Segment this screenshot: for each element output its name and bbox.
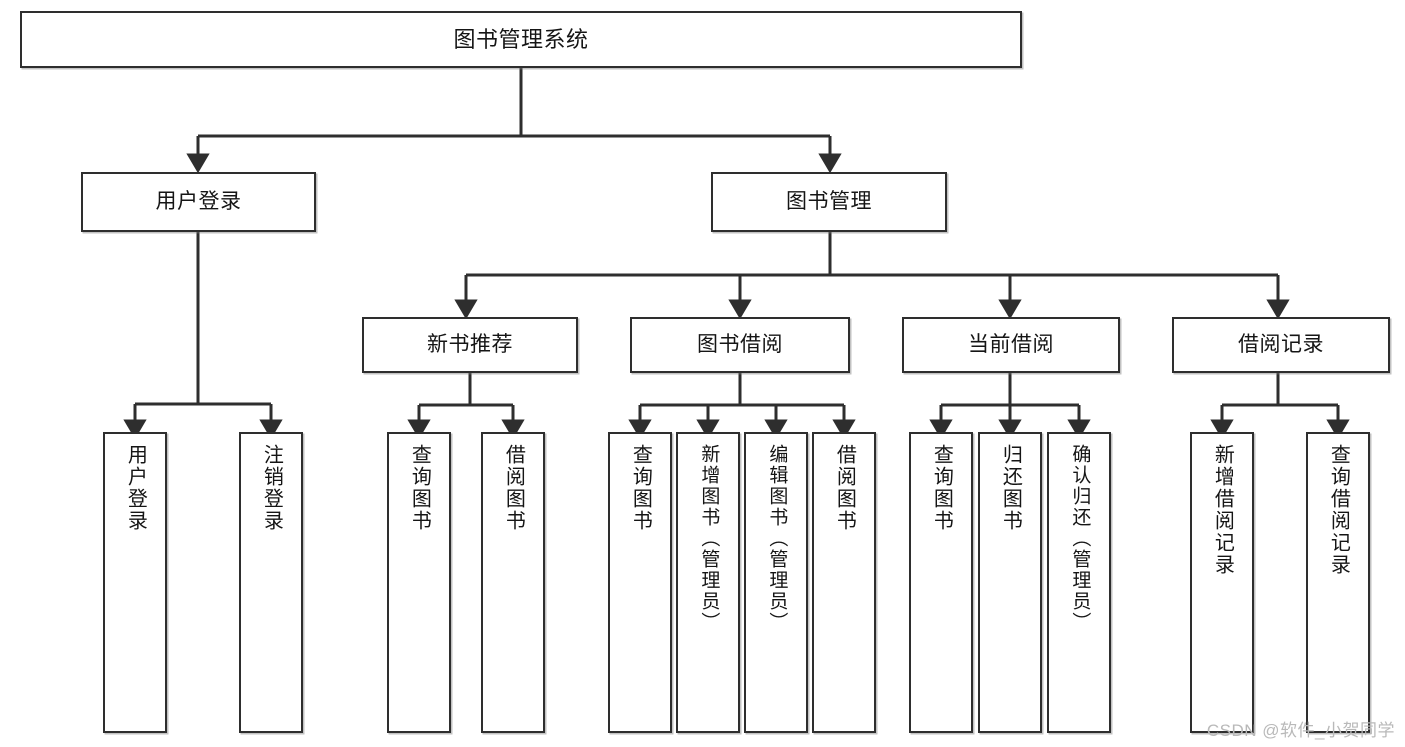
- node-current-borrow[interactable]: 当前借阅: [902, 317, 1120, 373]
- node-leaf-user-logout-label: 注销登录: [260, 444, 283, 532]
- node-leaf-query-book-2-label: 查询图书: [629, 444, 652, 532]
- node-book-manage-label: 图书管理: [786, 189, 872, 213]
- node-borrow-record[interactable]: 借阅记录: [1172, 317, 1390, 373]
- node-leaf-user-login-label: 用户登录: [124, 444, 147, 532]
- node-leaf-query-book-1-label: 查询图书: [408, 444, 431, 532]
- node-user-login[interactable]: 用户登录: [81, 172, 316, 232]
- node-borrow-record-label: 借阅记录: [1238, 332, 1324, 356]
- csdn-watermark: CSDN @软件_小贺同学: [1206, 721, 1395, 740]
- node-root-system[interactable]: 图书管理系统: [20, 11, 1022, 68]
- node-new-book-recommend-label: 新书推荐: [427, 332, 513, 356]
- node-leaf-user-login[interactable]: 用户登录: [103, 432, 167, 733]
- node-book-borrow[interactable]: 图书借阅: [630, 317, 850, 373]
- node-leaf-borrow-book-2[interactable]: 借阅图书: [812, 432, 876, 733]
- node-leaf-add-book-label: 新增图书（管理员）: [698, 444, 720, 633]
- node-leaf-confirm-return-label: 确认归还（管理员）: [1069, 444, 1091, 633]
- node-leaf-confirm-return[interactable]: 确认归还（管理员）: [1047, 432, 1111, 733]
- node-leaf-user-logout[interactable]: 注销登录: [239, 432, 303, 733]
- node-leaf-edit-book[interactable]: 编辑图书（管理员）: [744, 432, 808, 733]
- node-leaf-query-record-label: 查询借阅记录: [1327, 444, 1350, 576]
- node-book-borrow-label: 图书借阅: [697, 332, 783, 356]
- node-current-borrow-label: 当前借阅: [968, 332, 1054, 356]
- node-root-system-label: 图书管理系统: [453, 26, 589, 52]
- node-leaf-return-book-label: 归还图书: [999, 444, 1022, 532]
- node-new-book-recommend[interactable]: 新书推荐: [362, 317, 578, 373]
- node-leaf-borrow-book-1[interactable]: 借阅图书: [481, 432, 545, 733]
- node-leaf-add-book[interactable]: 新增图书（管理员）: [676, 432, 740, 733]
- node-leaf-add-record-label: 新增借阅记录: [1211, 444, 1234, 576]
- node-user-login-label: 用户登录: [155, 189, 242, 213]
- node-leaf-query-book-3-label: 查询图书: [930, 444, 953, 532]
- node-leaf-edit-book-label: 编辑图书（管理员）: [766, 444, 788, 633]
- node-leaf-borrow-book-1-label: 借阅图书: [502, 444, 525, 532]
- node-leaf-add-record[interactable]: 新增借阅记录: [1190, 432, 1254, 733]
- node-leaf-query-book-1[interactable]: 查询图书: [387, 432, 451, 733]
- node-book-manage[interactable]: 图书管理: [711, 172, 947, 232]
- node-leaf-query-book-3[interactable]: 查询图书: [909, 432, 973, 733]
- node-leaf-query-record[interactable]: 查询借阅记录: [1306, 432, 1370, 733]
- node-leaf-query-book-2[interactable]: 查询图书: [608, 432, 672, 733]
- node-leaf-return-book[interactable]: 归还图书: [978, 432, 1042, 733]
- node-leaf-borrow-book-2-label: 借阅图书: [833, 444, 856, 532]
